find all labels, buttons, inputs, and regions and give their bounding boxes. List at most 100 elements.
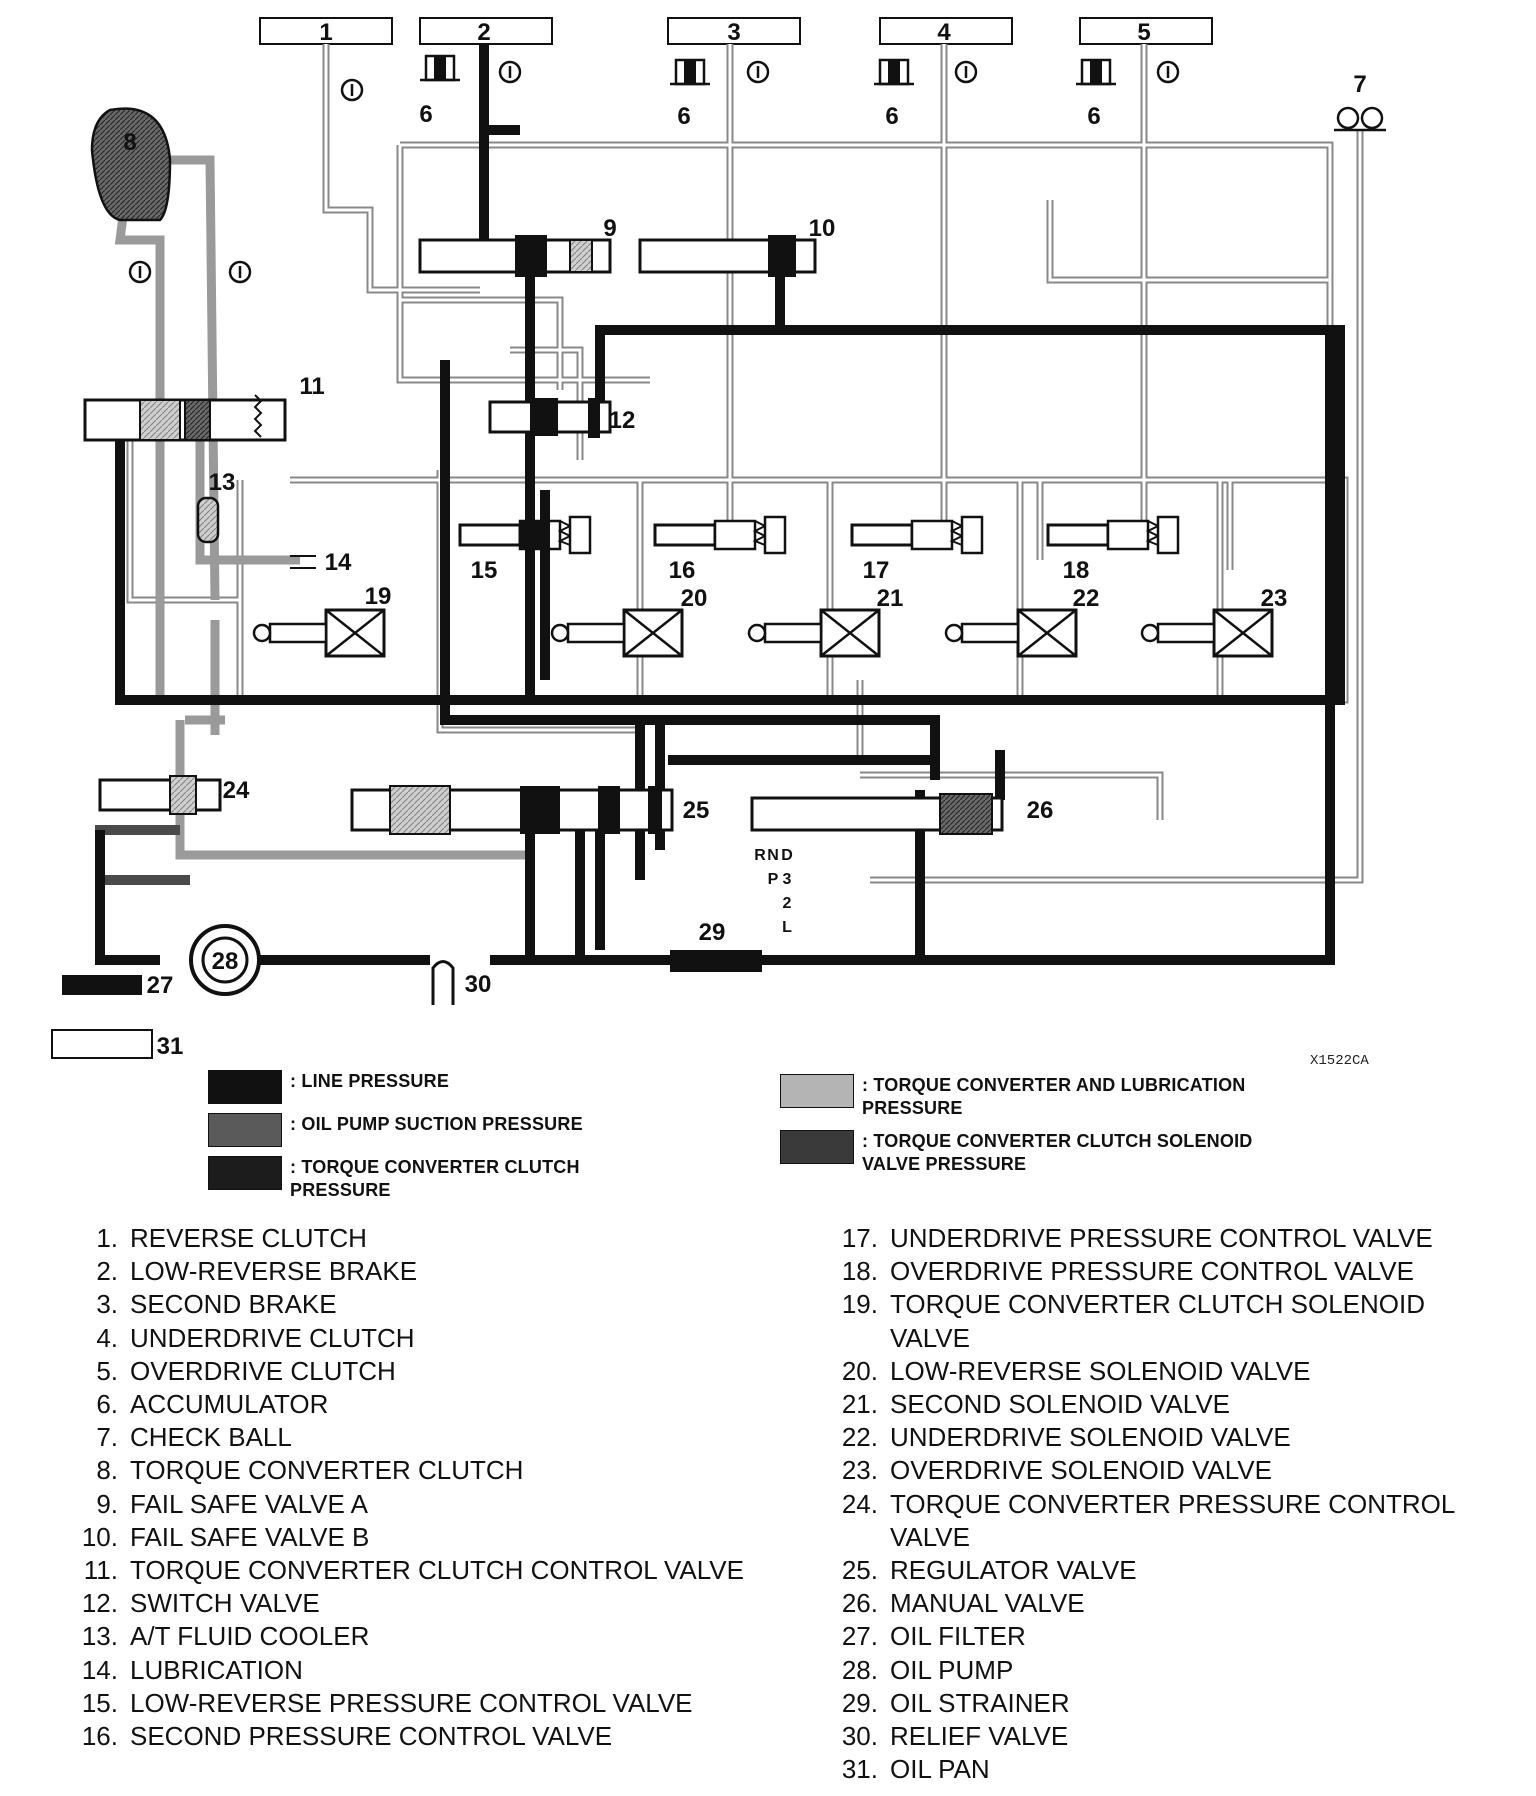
svg-text:30: 30 xyxy=(465,971,492,998)
part-label: LOW-REVERSE SOLENOID VALVE xyxy=(890,1355,1311,1386)
part-number: 25. xyxy=(841,1555,878,1586)
parts-list-item: 5.OVERDRIVE CLUTCH xyxy=(70,1355,750,1388)
svg-text:20: 20 xyxy=(681,585,708,612)
part-label: UNDERDRIVE CLUTCH xyxy=(130,1322,415,1353)
part-label: OIL FILTER xyxy=(890,1621,1026,1652)
part-number: 1. xyxy=(96,1223,118,1253)
part-label: TORQUE CONVERTER CLUTCH CONTROL VALVE xyxy=(130,1555,744,1586)
part-label: FAIL SAFE VALVE A xyxy=(130,1488,368,1519)
part-label: OVERDRIVE SOLENOID VALVE xyxy=(890,1455,1272,1486)
parts-list-item: 29.OIL STRAINER xyxy=(830,1687,1510,1720)
part-label: OIL PAN xyxy=(890,1754,990,1785)
svg-text:24: 24 xyxy=(223,777,250,804)
part-number: 4. xyxy=(96,1322,118,1353)
legend-swatch xyxy=(780,1074,854,1108)
parts-list-item: 4. UNDERDRIVE CLUTCH xyxy=(70,1322,750,1355)
part-number: 6. xyxy=(96,1389,118,1420)
part-number: 14. xyxy=(81,1654,118,1685)
part-label: LOW-REVERSE BRAKE xyxy=(130,1256,418,1287)
part-number: 12. xyxy=(81,1588,118,1619)
part-number: 22. xyxy=(841,1422,878,1453)
oil-filter: 27 xyxy=(62,972,173,999)
part-label: ACCUMULATOR xyxy=(130,1389,329,1420)
lubrication-outlet: 14 xyxy=(290,549,352,576)
svg-text:P: P xyxy=(768,871,779,888)
legend-label: : OIL PUMP SUCTION PRESSURE xyxy=(290,1114,583,1134)
svg-text:26: 26 xyxy=(1027,797,1054,824)
parts-list-item: 6. ACCUMULATOR xyxy=(70,1388,750,1421)
part-number: 24. xyxy=(841,1488,878,1519)
part-label: CHECK BALL xyxy=(130,1422,292,1453)
svg-text:15: 15 xyxy=(471,557,498,584)
parts-list-item: 30.RELIEF VALVE xyxy=(830,1720,1510,1753)
svg-text:D: D xyxy=(781,847,793,864)
part-number: 26. xyxy=(841,1588,878,1619)
parts-list-item: 13.A/T FLUID COOLER xyxy=(70,1620,750,1653)
svg-text:1: 1 xyxy=(319,19,332,46)
parts-list-item: 2.LOW-REVERSE BRAKE xyxy=(70,1255,750,1288)
parts-list-item: 27.OIL FILTER xyxy=(830,1620,1510,1653)
svg-text:14: 14 xyxy=(325,549,352,576)
tcc-control-valve: 11 xyxy=(83,373,325,442)
svg-text:9: 9 xyxy=(603,215,616,242)
lubrication-lines xyxy=(85,44,1364,884)
legend-label: : TORQUE CONVERTER AND LUBRICATION PRESS… xyxy=(862,1075,1246,1118)
parts-list-item: 14. LUBRICATION xyxy=(70,1654,750,1687)
clutch-box-underdrive: 4 xyxy=(879,17,1013,46)
relief-valve: 30 xyxy=(431,960,492,1005)
legend-swatch xyxy=(208,1070,282,1104)
part-number: 5. xyxy=(96,1355,118,1386)
part-label: TORQUE CONVERTER PRESSURE CONTROL VALVE xyxy=(890,1488,1455,1552)
parts-list-item: 21.SECOND SOLENOID VALVE xyxy=(830,1388,1510,1421)
svg-text:13: 13 xyxy=(209,469,236,496)
parts-list-item: 7.CHECK BALL xyxy=(70,1421,750,1454)
part-number: 9. xyxy=(96,1488,118,1519)
part-label: TORQUE CONVERTER CLUTCH xyxy=(130,1455,524,1486)
part-number: 23. xyxy=(841,1455,878,1486)
legend-converter-lube-pressure: : TORQUE CONVERTER AND LUBRICATION PRESS… xyxy=(780,1074,1282,1120)
selector-positions: R N D P 3 2 L xyxy=(754,847,793,936)
parts-list-item: 26.MANUAL VALVE xyxy=(830,1587,1510,1620)
parts-list-item: 9. FAIL SAFE VALVE A xyxy=(70,1488,750,1521)
overdrive-pressure-control-valve: 18 xyxy=(1046,515,1180,584)
low-reverse-pressure-control-valve: 15 xyxy=(458,515,592,584)
part-label: FAIL SAFE VALVE B xyxy=(130,1521,370,1552)
parts-list-item: 8.TORQUE CONVERTER CLUTCH xyxy=(70,1454,750,1487)
part-label: REVERSE CLUTCH xyxy=(130,1223,367,1253)
clutch-box-overdrive: 5 xyxy=(1079,17,1213,46)
part-label: UNDERDRIVE PRESSURE CONTROL VALVE xyxy=(890,1223,1433,1253)
legend-swatch xyxy=(780,1130,854,1164)
svg-text:17: 17 xyxy=(863,557,890,584)
part-number: 31. xyxy=(841,1754,878,1785)
part-label: SECOND SOLENOID VALVE xyxy=(890,1389,1231,1420)
parts-list-item: 10. FAIL SAFE VALVE B xyxy=(70,1521,750,1554)
converter-pressure-control-valve: 24 xyxy=(98,775,250,815)
svg-text:29: 29 xyxy=(699,919,726,946)
svg-text:22: 22 xyxy=(1073,585,1100,612)
converter-orifice-b xyxy=(228,260,252,284)
parts-list-item: 31. OIL PAN xyxy=(830,1753,1510,1786)
part-number: 18. xyxy=(841,1256,878,1287)
torque-converter-clutch: 8 xyxy=(90,107,172,222)
manual-valve: 26 xyxy=(750,793,1054,835)
second-pressure-control-valve: 16 xyxy=(653,515,787,584)
svg-text:3: 3 xyxy=(727,19,740,46)
part-label: OVERDRIVE PRESSURE CONTROL VALVE xyxy=(890,1256,1414,1287)
part-number: 11. xyxy=(83,1555,118,1586)
part-number: 15. xyxy=(81,1687,118,1718)
brake-box-low-reverse: 2 xyxy=(419,17,553,46)
part-label: OIL PUMP xyxy=(890,1654,1014,1685)
parts-list-item: 1. REVERSE CLUTCH xyxy=(70,1222,750,1255)
parts-list-item: 18. OVERDRIVE PRESSURE CONTROL VALVE xyxy=(830,1255,1510,1288)
parts-list-item: 23. OVERDRIVE SOLENOID VALVE xyxy=(830,1454,1510,1487)
converter-orifice-a xyxy=(128,260,152,284)
part-number: 19. xyxy=(841,1289,878,1320)
legend-label: : TORQUE CONVERTER CLUTCH PRESSURE xyxy=(290,1157,580,1200)
accumulator-2 xyxy=(668,58,712,86)
switch-valve: 12 xyxy=(488,398,635,438)
part-label: UNDERDRIVE SOLENOID VALVE xyxy=(890,1422,1291,1453)
part-label: LUBRICATION xyxy=(130,1654,303,1685)
svg-text:8: 8 xyxy=(123,129,136,156)
part-number: 10. xyxy=(81,1521,118,1552)
